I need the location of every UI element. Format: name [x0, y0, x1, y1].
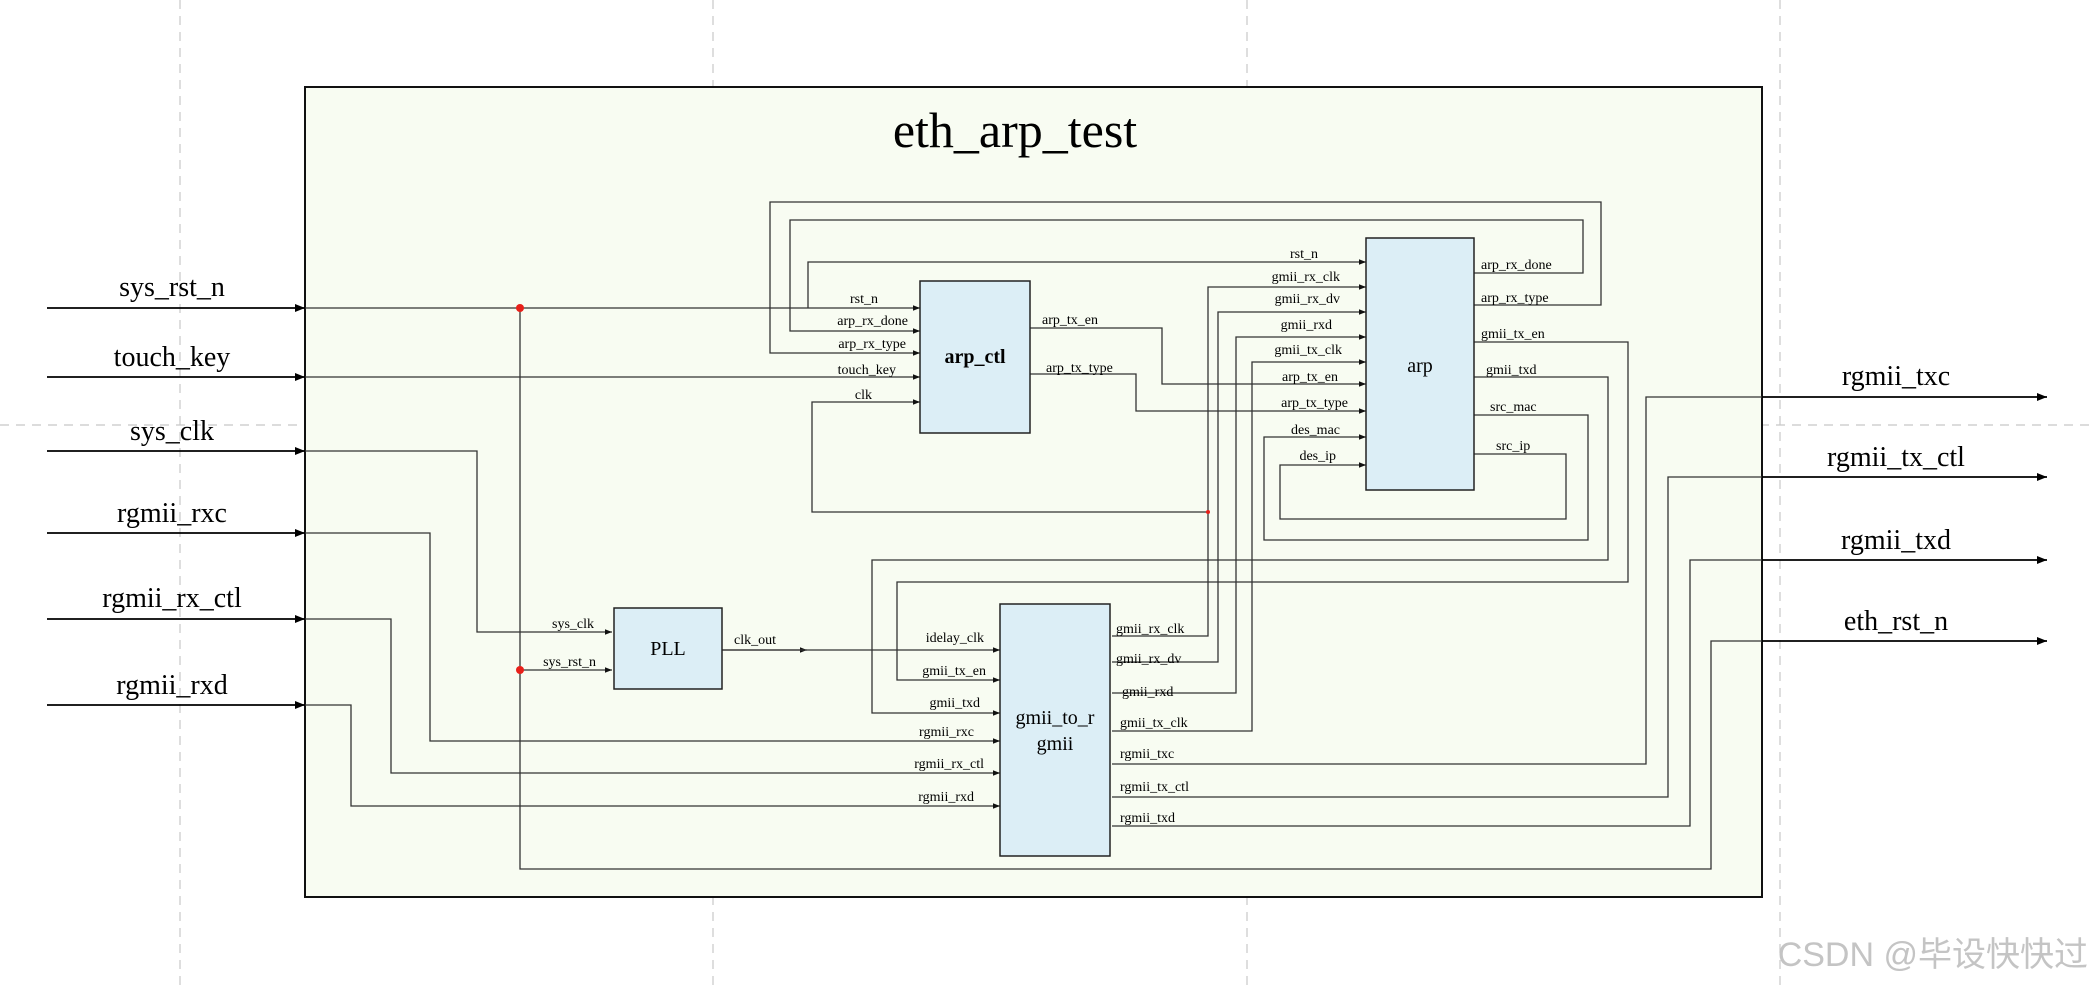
- block-arp-name: arp: [1407, 355, 1433, 377]
- wires: [47, 201, 2047, 870]
- block-gmii-name-line1: gmii_to_r: [1016, 707, 1095, 729]
- pin-label: gmii_tx_clk: [1120, 716, 1188, 731]
- pin-label: arp_rx_type: [838, 337, 906, 352]
- pin-label: clk_out: [734, 633, 776, 648]
- output-port-label: rgmii_txd: [1841, 525, 1951, 556]
- pin-label: rst_n: [850, 292, 878, 307]
- pin-label: rgmii_rxd: [918, 790, 974, 805]
- pin-label: gmii_rxd: [1122, 685, 1173, 700]
- pin-label: gmii_txd: [929, 696, 980, 711]
- input-port-label: rgmii_rxd: [116, 670, 227, 701]
- pin-label: gmii_tx_en: [922, 664, 986, 679]
- input-port-label: sys_rst_n: [119, 272, 225, 303]
- pin-label: rst_n: [1290, 247, 1318, 262]
- block-arp-ctl-name: arp_ctl: [944, 346, 1006, 368]
- output-port-labels: rgmii_txc rgmii_tx_ctl rgmii_txd eth_rst…: [1827, 361, 1965, 637]
- output-port-label: eth_rst_n: [1844, 606, 1948, 637]
- pin-label: gmii_rx_clk: [1116, 622, 1184, 637]
- block-pll[interactable]: PLL: [613, 607, 723, 690]
- pin-label: arp_tx_type: [1281, 396, 1348, 411]
- pin-label: rgmii_rx_ctl: [914, 757, 984, 772]
- gmii-pin-labels: idelay_clk gmii_tx_en gmii_txd rgmii_rxc…: [914, 622, 1189, 826]
- pin-label: rgmii_tx_ctl: [1120, 780, 1189, 795]
- input-port-label: rgmii_rxc: [117, 498, 227, 529]
- pin-label: arp_rx_done: [837, 314, 908, 329]
- pin-label: arp_rx_done: [1481, 258, 1552, 273]
- input-port-label: sys_clk: [130, 416, 214, 447]
- pin-label: gmii_rx_dv: [1116, 652, 1181, 667]
- block-arp[interactable]: arp: [1365, 237, 1475, 491]
- watermark-text: CSDN @毕设快快过: [1778, 936, 2088, 974]
- pin-label: arp_rx_type: [1481, 291, 1549, 306]
- pin-label: src_mac: [1490, 400, 1537, 415]
- pin-label: arp_tx_type: [1046, 361, 1113, 376]
- input-port-label: touch_key: [114, 342, 231, 373]
- pin-label: rgmii_txc: [1120, 747, 1174, 762]
- block-gmii-name-line2: gmii: [1037, 733, 1074, 755]
- input-port-label: rgmii_rx_ctl: [102, 583, 242, 614]
- block-pll-name: PLL: [650, 638, 686, 660]
- pin-label: rgmii_rxc: [919, 725, 974, 740]
- output-port-label: rgmii_txc: [1842, 361, 1950, 392]
- pin-label: gmii_tx_en: [1481, 327, 1545, 342]
- pin-label: arp_tx_en: [1282, 370, 1338, 385]
- pin-label: gmii_txd: [1486, 363, 1537, 378]
- pin-label: gmii_rx_dv: [1275, 292, 1340, 307]
- pin-label: idelay_clk: [926, 631, 984, 646]
- pin-label: touch_key: [838, 363, 896, 378]
- pin-label: arp_tx_en: [1042, 313, 1098, 328]
- pin-label: src_ip: [1496, 439, 1530, 454]
- pin-label: des_ip: [1299, 449, 1336, 464]
- block-arp-ctl[interactable]: arp_ctl: [919, 280, 1031, 434]
- arp-ctl-pin-labels: rst_n arp_rx_done arp_rx_type touch_key …: [837, 292, 1113, 403]
- pin-label: gmii_rx_clk: [1272, 270, 1340, 285]
- pin-label: sys_rst_n: [543, 655, 596, 670]
- junctions: [516, 304, 1210, 674]
- pin-label: des_mac: [1291, 423, 1340, 438]
- pll-pin-labels: sys_clk sys_rst_n clk_out: [543, 617, 776, 670]
- block-gmii-to-rgmii[interactable]: gmii_to_r gmii: [999, 603, 1111, 857]
- arp-pin-labels: rst_n gmii_rx_clk gmii_rx_dv gmii_rxd gm…: [1272, 247, 1552, 464]
- top-module-title: eth_arp_test: [893, 102, 1137, 158]
- pin-label: gmii_rxd: [1281, 318, 1332, 333]
- pin-label: clk: [855, 388, 872, 403]
- pin-label: gmii_tx_clk: [1274, 343, 1342, 358]
- input-port-labels: sys_rst_n touch_key sys_clk rgmii_rxc rg…: [102, 272, 242, 701]
- pin-label: sys_clk: [552, 617, 594, 632]
- pin-label: rgmii_txd: [1120, 811, 1175, 826]
- output-port-label: rgmii_tx_ctl: [1827, 442, 1965, 473]
